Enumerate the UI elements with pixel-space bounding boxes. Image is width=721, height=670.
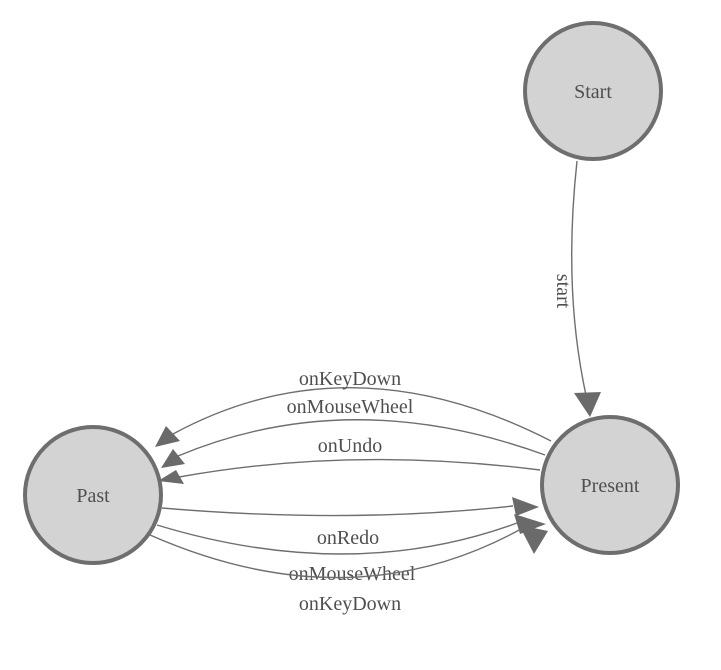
edge-label-onkeydown-top: onKeyDown	[299, 368, 401, 390]
edge-present-to-past-onundo-line	[178, 458, 541, 478]
edge-label-onmousewheel-top: onMouseWheel	[287, 396, 414, 418]
edge-present-to-past-onmousewheel-line	[177, 419, 546, 457]
node-past-circle	[23, 425, 163, 565]
node-present-circle	[540, 415, 680, 555]
edge-past-to-present-onredo-line	[161, 505, 514, 517]
edge-label-onmousewheel-bottom: onMouseWheel	[289, 563, 416, 585]
edge-past-to-present-onredo: onRedo	[161, 497, 539, 549]
node-past: Past	[23, 425, 163, 565]
node-present-label: Present	[581, 475, 640, 497]
node-start: Start	[523, 21, 663, 161]
edge-past-to-present-onmousewheel: onMouseWheel	[156, 514, 546, 585]
edge-present-to-past-onkeydown: onKeyDown	[155, 368, 552, 447]
node-start-circle	[523, 21, 663, 161]
edge-label-onredo: onRedo	[317, 527, 379, 549]
arrowhead-start-to-present	[574, 392, 601, 417]
edge-label-onkeydown-bottom: onKeyDown	[299, 593, 401, 615]
edge-present-to-past-onmousewheel: onMouseWheel	[161, 396, 546, 468]
arrowhead-present-to-past-onundo	[158, 470, 184, 484]
arrowhead-past-to-present-onredo	[512, 497, 539, 516]
edge-label-start: start	[552, 274, 574, 309]
node-present: Present	[540, 415, 680, 555]
arrowhead-past-to-present-onkeydown	[519, 525, 548, 554]
edge-past-to-present-onkeydown-line	[149, 528, 522, 579]
edge-present-to-past-onundo: onUndo	[158, 435, 541, 484]
arrowhead-present-to-past-onmousewheel	[161, 449, 185, 468]
edge-start-to-present-line	[571, 160, 587, 396]
arrowhead-present-to-past-onkeydown	[155, 426, 180, 447]
edge-start-to-present: start	[552, 160, 601, 417]
node-start-label: Start	[574, 81, 612, 103]
edge-past-to-present-onmousewheel-line	[156, 522, 518, 555]
node-past-label: Past	[76, 485, 110, 507]
edge-past-to-present-onkeydown: onKeyDown	[149, 525, 548, 615]
edge-label-onundo: onUndo	[318, 435, 382, 457]
edge-present-to-past-onkeydown-line	[172, 386, 552, 442]
